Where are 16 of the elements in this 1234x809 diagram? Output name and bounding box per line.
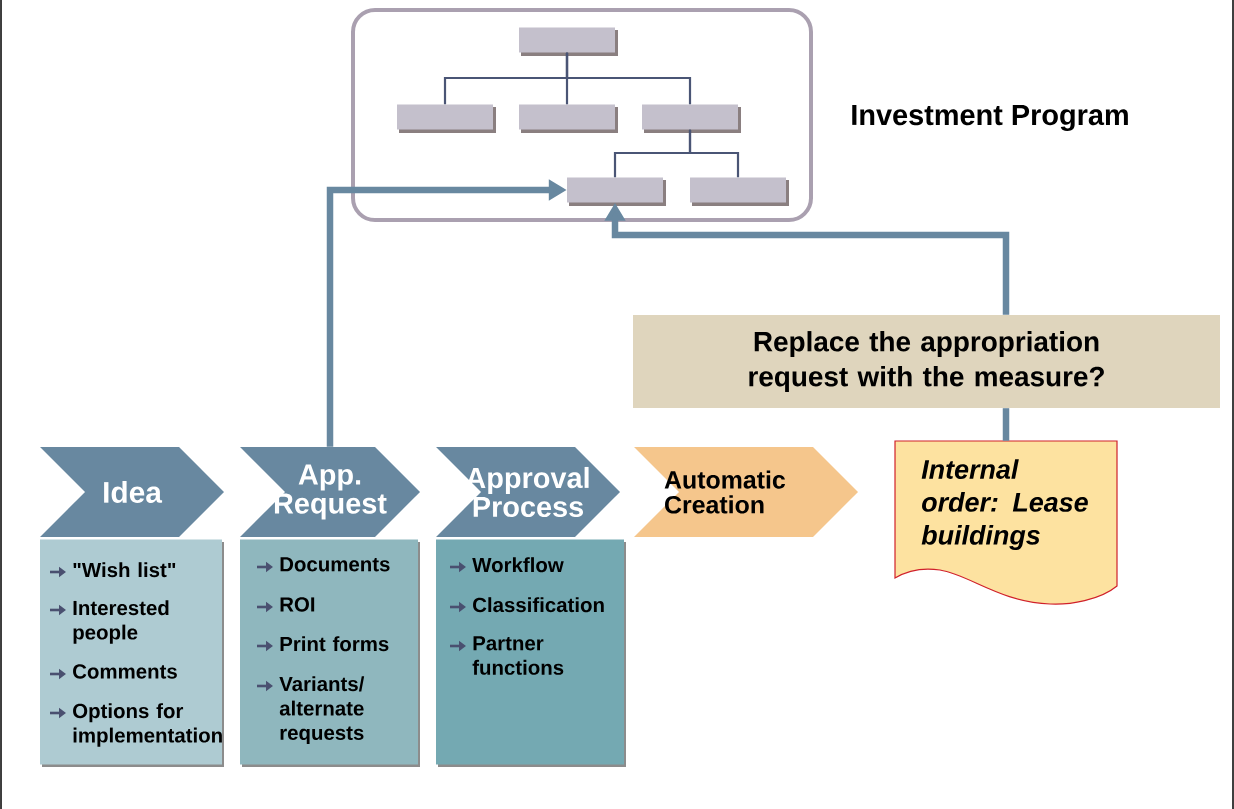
- chevron-step: App. Request: [240, 447, 420, 537]
- heading: Investment Program: [852, 105, 1128, 131]
- list-box: Documents ROI Print forms Variants/ alternate requests: [240, 539, 420, 767]
- org-box: [397, 104, 496, 133]
- org-box: [567, 177, 666, 206]
- org-box: [642, 104, 741, 133]
- org-box: [519, 104, 618, 133]
- chevron-step: Automatic Creation: [634, 447, 858, 537]
- chevron-step: Idea: [40, 447, 224, 537]
- list-box: Workflow Classification Partner functions: [436, 539, 626, 767]
- org-box: [690, 177, 789, 206]
- list-box: "Wish list" Interested people Comments Options for implementation: [40, 539, 224, 767]
- org-box: [519, 27, 618, 56]
- connector-line: [565, 52, 692, 105]
- connector-line: [688, 129, 740, 178]
- question-box: Replace the appropriation request with the measure?: [633, 315, 1220, 408]
